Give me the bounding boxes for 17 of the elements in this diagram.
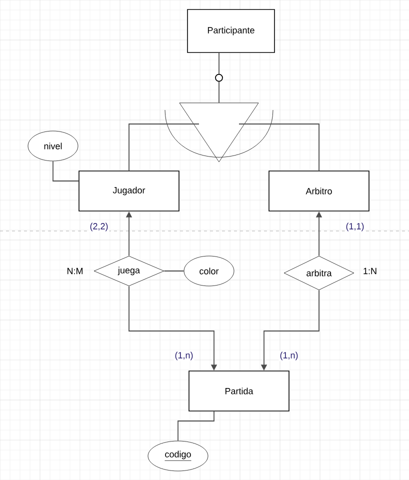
connector [215, 52, 223, 104]
connector [164, 270, 184, 272]
entity-box: Partida [188, 370, 290, 412]
entity-box: Arbitro [268, 170, 370, 212]
entity-box: Jugador [78, 170, 180, 212]
connector [128, 124, 200, 172]
inheritance-triangle [164, 102, 274, 162]
edge-label: (1,1) [346, 222, 364, 232]
edge-label: (1,n) [175, 352, 193, 360]
connector [238, 124, 320, 172]
edge-label: (1,n) [280, 352, 298, 360]
cardinality-label: 1:N [364, 268, 376, 274]
connector [178, 410, 214, 442]
entity-box: Participante [187, 9, 275, 53]
cardinality-label: N:M [67, 268, 82, 274]
edge-label: (2,2) [90, 222, 108, 232]
connector [52, 160, 80, 182]
